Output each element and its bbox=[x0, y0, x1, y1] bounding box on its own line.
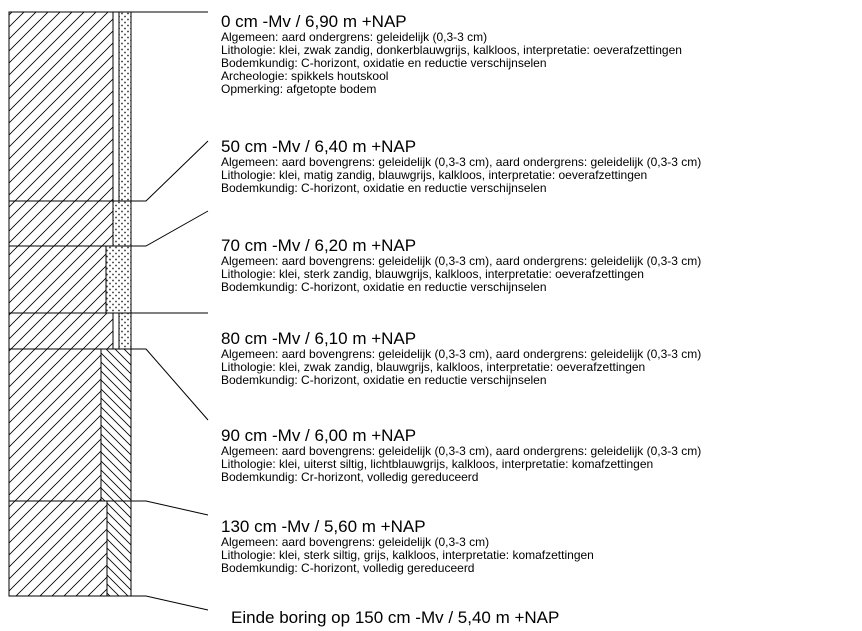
layer-2-general: Algemeen: aard bovengrens: geleidelijk (… bbox=[221, 155, 702, 169]
layer-3-lithology: Lithologie: klei, sterk zandig, blauwgri… bbox=[221, 267, 644, 281]
layer-4-lithology: Lithologie: klei, zwak zandig, blauwgrij… bbox=[221, 360, 646, 374]
layer-6-description: 130 cm -Mv / 5,60 m +NAP Algemeen: aard … bbox=[221, 517, 861, 575]
layer-4-description: 80 cm -Mv / 6,10 m +NAP Algemeen: aard b… bbox=[221, 329, 861, 387]
column-outline bbox=[8, 11, 132, 597]
leader-line-end bbox=[131, 595, 209, 611]
layer-6-lithology: Lithologie: klei, sterk siltig, grijs, k… bbox=[221, 548, 594, 562]
layer-2-column bbox=[9, 201, 131, 246]
end-of-boring-label: Einde boring op 150 cm -Mv / 5,40 m +NAP bbox=[231, 608, 560, 627]
layer-2-description: 50 cm -Mv / 6,40 m +NAP Algemeen: aard b… bbox=[221, 137, 861, 195]
layer-1-description: 0 cm -Mv / 6,90 m +NAP Algemeen: aard on… bbox=[221, 12, 861, 96]
layer-3-depth-title: 70 cm -Mv / 6,20 m +NAP bbox=[221, 236, 417, 255]
layer-1-soil: Bodemkundig: C-horizont, oxidatie en red… bbox=[221, 56, 547, 70]
layer-6-soil: Bodemkundig: C-horizont, volledig geredu… bbox=[221, 561, 475, 575]
layer-5-depth-title: 90 cm -Mv / 6,00 m +NAP bbox=[221, 426, 417, 445]
layer-1-depth-title: 0 cm -Mv / 6,90 m +NAP bbox=[221, 12, 407, 31]
layer-1-general: Algemeen: aard ondergrens: geleidelijk (… bbox=[221, 30, 488, 44]
layer-5-description: 90 cm -Mv / 6,00 m +NAP Algemeen: aard b… bbox=[221, 426, 861, 484]
layer-2-soil: Bodemkundig: C-horizont, oxidatie en red… bbox=[221, 181, 547, 195]
layer-1-lithology: Lithologie: klei, zwak zandig, donkerbla… bbox=[221, 43, 682, 57]
layer-1-archaeology: Archeologie: spikkels houtskool bbox=[221, 69, 389, 83]
layer-3-description: 70 cm -Mv / 6,20 m +NAP Algemeen: aard b… bbox=[221, 236, 861, 294]
layer-1-column bbox=[9, 12, 131, 201]
layer-3-general: Algemeen: aard bovengrens: geleidelijk (… bbox=[221, 254, 702, 268]
layer-3-column bbox=[9, 246, 131, 313]
layer-5-column bbox=[9, 349, 131, 501]
layer-5-general: Algemeen: aard bovengrens: geleidelijk (… bbox=[221, 444, 702, 458]
layer-1-remark: Opmerking: afgetopte bodem bbox=[221, 82, 377, 96]
layer-4-column bbox=[9, 313, 131, 349]
leader-line-layer-6 bbox=[131, 500, 209, 516]
leader-line-layer-5 bbox=[131, 348, 209, 421]
layer-4-depth-title: 80 cm -Mv / 6,10 m +NAP bbox=[221, 329, 417, 348]
layer-4-soil: Bodemkundig: C-horizont, oxidatie en red… bbox=[221, 373, 547, 387]
leader-line-layer-2 bbox=[131, 140, 209, 202]
layer-6-general: Algemeen: aard bovengrens: geleidelijk (… bbox=[221, 535, 490, 549]
layer-3-soil: Bodemkundig: C-horizont, oxidatie en red… bbox=[221, 280, 547, 294]
layer-5-lithology: Lithologie: klei, uiterst siltig, lichtb… bbox=[221, 457, 654, 471]
layer-6-column bbox=[9, 501, 131, 596]
leader-lines bbox=[131, 11, 209, 611]
layer-4-general: Algemeen: aard bovengrens: geleidelijk (… bbox=[221, 347, 702, 361]
leader-line-layer-3 bbox=[131, 210, 209, 247]
layer-5-soil: Bodemkundig: Cr-horizont, volledig gered… bbox=[221, 470, 479, 484]
layer-2-depth-title: 50 cm -Mv / 6,40 m +NAP bbox=[221, 137, 417, 156]
layer-6-depth-title: 130 cm -Mv / 5,60 m +NAP bbox=[221, 517, 426, 536]
lithology-boundaries bbox=[100, 12, 120, 596]
layer-2-lithology: Lithologie: klei, matig zandig, blauwgri… bbox=[221, 168, 648, 182]
